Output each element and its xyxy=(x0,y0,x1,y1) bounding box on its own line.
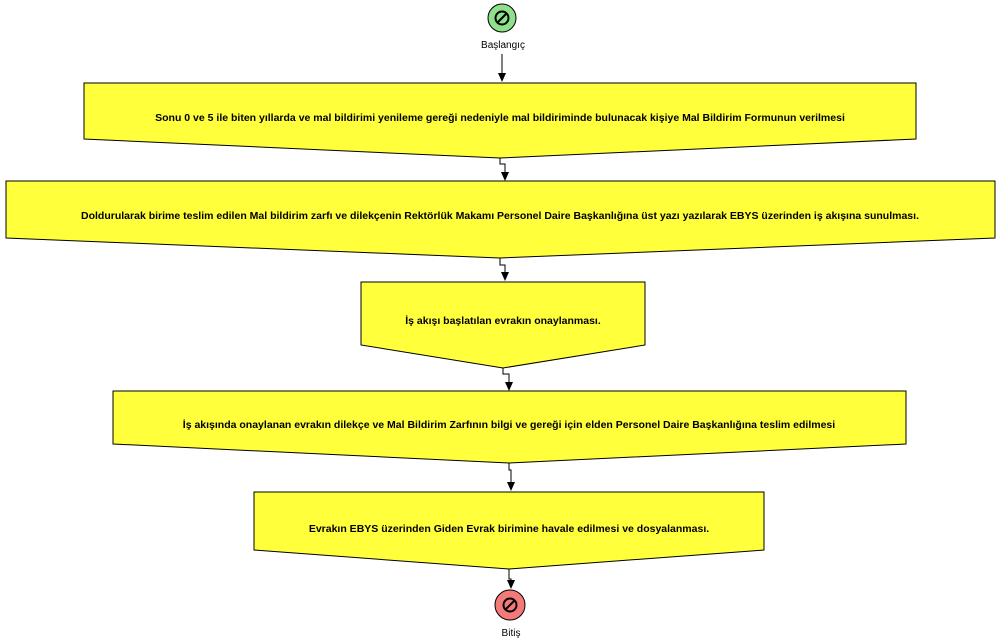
start-event-label: Başlangıç xyxy=(481,40,525,51)
process-step-1-text: Sonu 0 ve 5 ile biten yıllarda ve mal bi… xyxy=(155,112,845,124)
connector-start-to-step-1 xyxy=(498,54,506,82)
connector-step-1-to-step-2 xyxy=(499,158,509,181)
process-step-4[interactable]: İş akışında onaylanan evrakın dilekçe ve… xyxy=(112,390,907,464)
no-entry-icon xyxy=(502,597,518,613)
process-step-2-text: Doldurularak birime teslim edilen Mal bi… xyxy=(81,210,919,222)
end-event[interactable] xyxy=(494,589,526,621)
process-step-3[interactable]: İş akışı başlatılan evrakın onaylanması. xyxy=(360,281,646,369)
end-event-label: Bitiş xyxy=(502,628,521,639)
connector-step-4-to-step-5 xyxy=(507,463,515,491)
process-step-1[interactable]: Sonu 0 ve 5 ile biten yıllarda ve mal bi… xyxy=(83,82,917,159)
connector-step-5-to-end xyxy=(507,569,515,589)
connector-step-2-to-step-3 xyxy=(499,258,509,281)
process-step-4-text: İş akışında onaylanan evrakın dilekçe ve… xyxy=(183,418,835,431)
process-step-3-text: İş akışı başlatılan evrakın onaylanması. xyxy=(405,314,601,327)
no-entry-icon xyxy=(494,10,510,26)
process-step-5[interactable]: Evrakın EBYS üzerinden Giden Evrak birim… xyxy=(253,491,765,570)
process-step-5-text: Evrakın EBYS üzerinden Giden Evrak birim… xyxy=(309,523,709,535)
start-event[interactable] xyxy=(487,3,517,33)
process-step-2[interactable]: Doldurularak birime teslim edilen Mal bi… xyxy=(5,180,996,259)
connector-step-3-to-step-4 xyxy=(502,368,513,391)
